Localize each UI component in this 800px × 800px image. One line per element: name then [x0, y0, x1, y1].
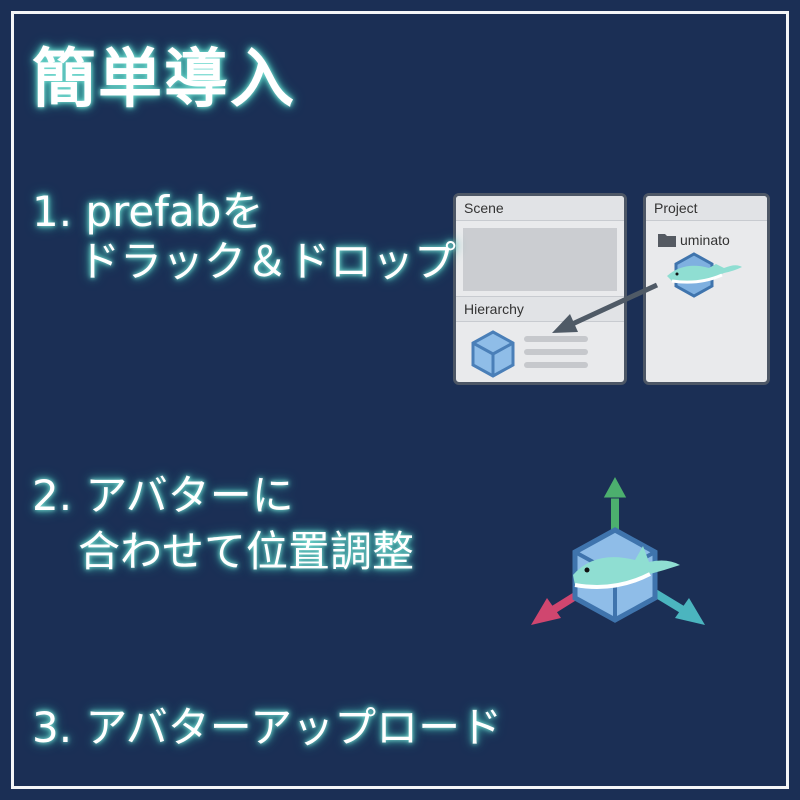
page-title: 簡単導入 [32, 43, 296, 117]
hierarchy-label: Hierarchy [456, 296, 624, 322]
drag-arrow-icon [552, 282, 659, 333]
project-label: Project [646, 196, 767, 221]
step-2-line-2: 合わせて位置調整 [78, 527, 415, 576]
dolphin-prefab-icon [667, 252, 742, 298]
list-line [524, 336, 588, 342]
scene-label: Scene [456, 196, 624, 221]
folder-name: uminato [680, 232, 730, 248]
scene-view [463, 228, 617, 291]
cube-icon [471, 330, 515, 378]
step-1-line-1: 1. prefabを [32, 187, 264, 236]
folder-icon [658, 234, 676, 247]
step-3: 3. アバターアップロード [32, 703, 503, 752]
list-line [524, 349, 588, 355]
project-panel: Project uminato [643, 193, 770, 385]
frame-border [11, 11, 789, 789]
step-1-line-2: ドラック＆ドロップ [78, 237, 457, 286]
scene-hierarchy-panel: Scene Hierarchy [453, 193, 627, 385]
move-gizmo-icon [531, 474, 705, 625]
list-line [524, 362, 588, 368]
step-2-line-1: 2. アバターに [32, 471, 294, 520]
